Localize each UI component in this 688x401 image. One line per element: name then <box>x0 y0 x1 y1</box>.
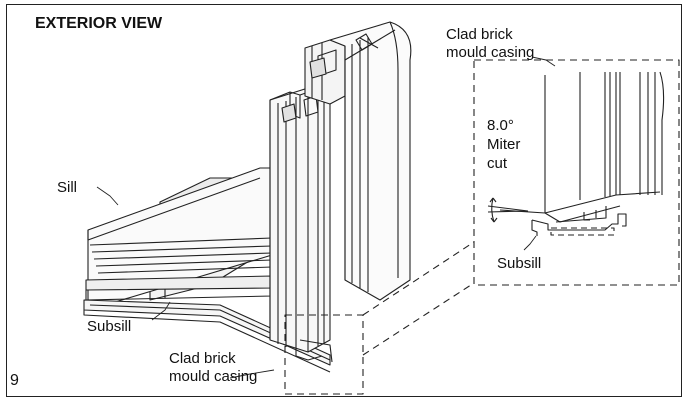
leader-casing-detail <box>531 56 556 67</box>
label-sill: Sill <box>57 179 78 196</box>
label-casing-detail-line1: Clad brick <box>446 26 513 43</box>
detail-box <box>473 59 680 286</box>
label-miter-line1: Miter <box>487 136 521 153</box>
figure-title: EXTERIOR VIEW <box>35 15 163 32</box>
leader-sill <box>96 186 119 206</box>
label-subsill-main: Subsill <box>87 318 132 335</box>
callout-connector-lower <box>362 282 475 356</box>
label-casing-main-line2: mould casing <box>169 368 258 385</box>
detail-casing-drawing <box>487 71 665 236</box>
sill-assembly-drawing <box>83 21 412 373</box>
leader-casing-main <box>229 369 275 379</box>
callout-box-main <box>284 314 364 395</box>
callout-connector-upper <box>362 241 475 316</box>
label-miter-line2: cut <box>487 155 508 172</box>
leader-lines <box>96 56 556 379</box>
label-subsill-detail: Subsill <box>497 255 542 272</box>
figure-number: 9 <box>10 372 19 389</box>
leader-subsill-main <box>151 301 171 321</box>
label-casing-detail-line2: mould casing <box>446 44 535 61</box>
label-miter-angle: 8.0° <box>487 117 514 134</box>
leader-subsill-detail <box>523 235 537 251</box>
label-casing-main-line1: Clad brick <box>169 350 236 367</box>
